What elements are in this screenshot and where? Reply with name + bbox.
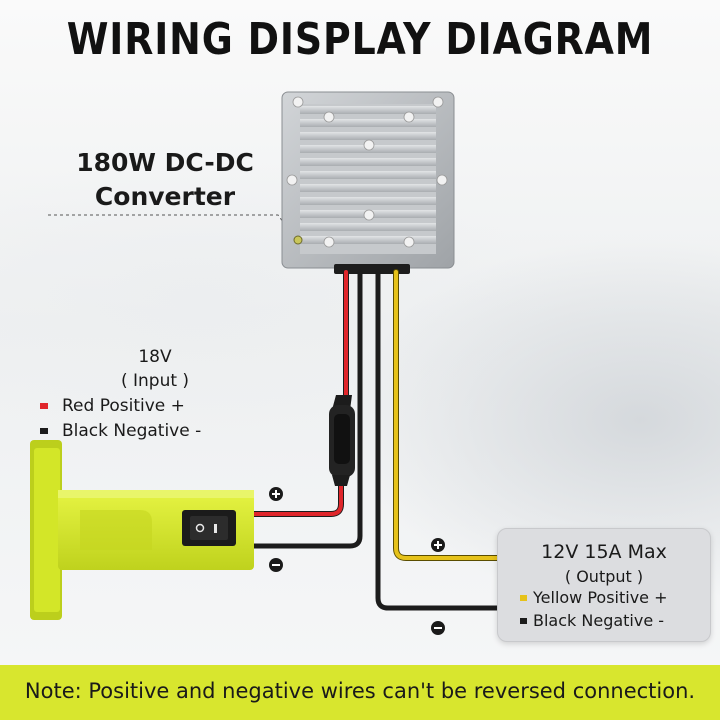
output-rating: 12V 15A Max	[541, 541, 667, 563]
inline-fuse-holder	[329, 395, 355, 486]
output-negative-text: Black Negative -	[533, 611, 665, 630]
note-bar	[0, 665, 720, 720]
converter-label-line1: 180W DC-DC	[76, 148, 254, 177]
converter-cable-grommet	[334, 264, 410, 274]
input-negative-text: Black Negative -	[62, 421, 202, 441]
input-voltage: 18V	[138, 347, 172, 367]
note-text: Note: Positive and negative wires can't …	[24, 679, 696, 703]
input-negative-row: Black Negative -	[40, 419, 230, 443]
black-swatch	[520, 617, 527, 624]
output-positive-text: Yellow Positive +	[533, 588, 668, 607]
output-positive-row: Yellow Positive +	[520, 588, 668, 607]
converter-leader-line	[48, 214, 297, 241]
converter-label: 180W DC-DC Converter	[60, 146, 270, 214]
input-plus-marker	[269, 487, 283, 501]
converter-indicator	[293, 235, 303, 245]
power-switch[interactable]	[182, 510, 236, 546]
output-yellow-wire	[393, 269, 506, 561]
input-minus-marker	[269, 558, 283, 572]
converter-label-line2: Converter	[94, 182, 236, 211]
converter-fins	[300, 106, 436, 244]
wires	[249, 269, 506, 611]
output-minus-marker	[431, 621, 445, 635]
input-label: ( Input )	[120, 371, 190, 391]
input-red-wire	[249, 269, 349, 517]
input-positive-row: Red Positive +	[40, 394, 230, 418]
input-legend: 18V ( Input ) Red Positive + Black Negat…	[40, 345, 230, 443]
page-title: WIRING DISPLAY DIAGRAM	[66, 14, 654, 65]
red-swatch	[40, 403, 48, 409]
black-swatch	[40, 428, 48, 434]
output-plus-marker	[431, 538, 445, 552]
output-black-wire	[375, 269, 506, 611]
output-label: ( Output )	[564, 567, 644, 586]
yellow-swatch	[520, 594, 527, 601]
converter-screws	[286, 96, 448, 248]
input-black-wire	[249, 269, 363, 549]
battery-adapter	[30, 440, 254, 620]
output-negative-row: Black Negative -	[520, 611, 664, 630]
output-legend-box: 12V 15A Max ( Output ) Yellow Positive +…	[497, 528, 711, 642]
converter-unit	[281, 91, 455, 274]
input-positive-text: Red Positive +	[62, 396, 185, 416]
